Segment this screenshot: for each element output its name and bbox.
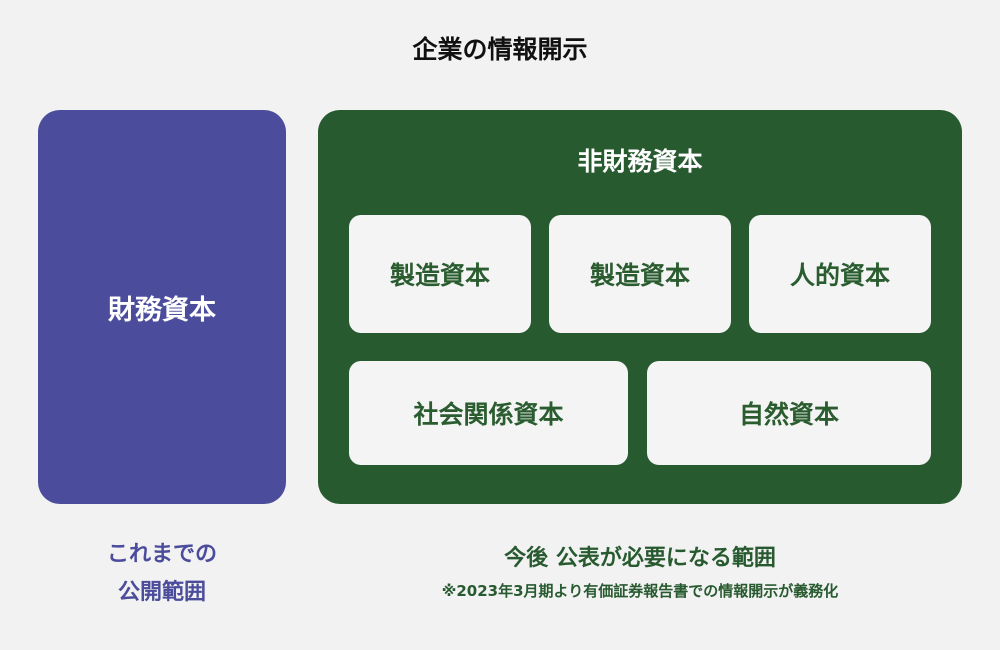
nonfinancial-caption: 今後 公表が必要になる範囲 bbox=[504, 546, 776, 571]
financial-caption: これまでの 公開範囲 bbox=[38, 536, 286, 612]
financial-capital-label: 財務資本 bbox=[108, 294, 216, 326]
nonfinancial-capital-box: 非財務資本 製造資本 製造資本 人的資本 社会関係資本 自然資本 bbox=[318, 110, 962, 504]
nonfinancial-note: ※2023年3月期より有価証券報告書での情報開示が義務化 bbox=[441, 582, 839, 600]
capital-card-natural: 自然資本 bbox=[647, 361, 931, 465]
nonfinancial-capital-title: 非財務資本 bbox=[577, 147, 703, 176]
capital-card-human: 人的資本 bbox=[749, 215, 931, 333]
financial-capital-box: 財務資本 bbox=[38, 110, 286, 504]
financial-caption-line1: これまでの bbox=[106, 542, 217, 567]
financial-caption-line2: 公開範囲 bbox=[117, 580, 206, 605]
capital-card-manufactured-2: 製造資本 bbox=[549, 215, 731, 333]
capital-card-manufactured-1: 製造資本 bbox=[349, 215, 531, 333]
capital-card-social-relationship: 社会関係資本 bbox=[349, 361, 628, 465]
page-title: 企業の情報開示 bbox=[412, 35, 588, 64]
